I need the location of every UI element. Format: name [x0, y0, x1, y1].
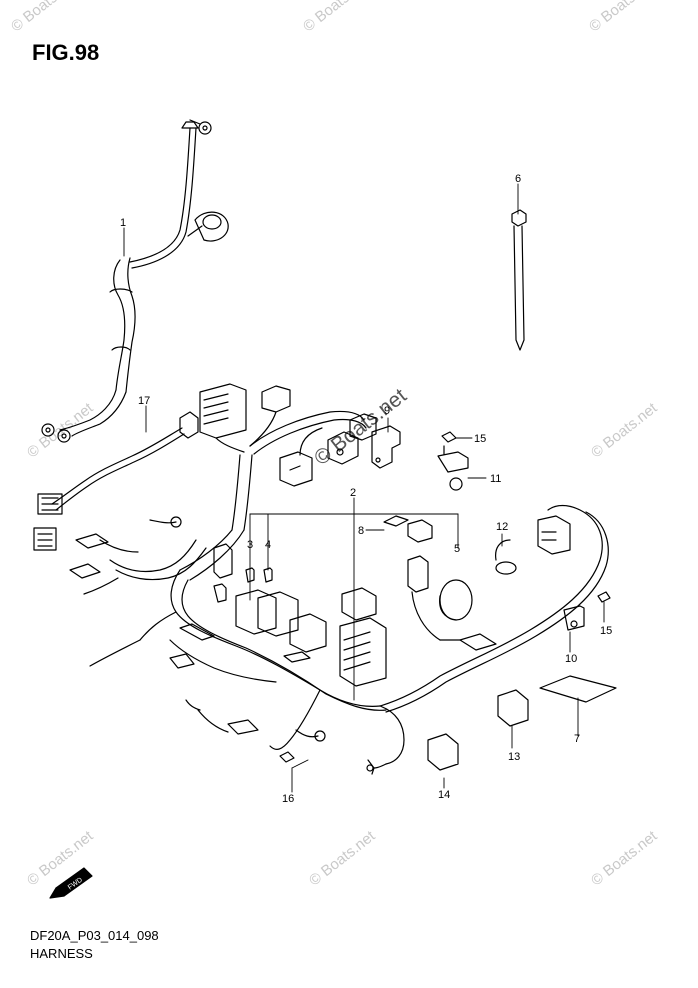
callout-15-top: 15	[474, 433, 486, 445]
leader-lines	[123, 183, 605, 793]
callout-8: 8	[358, 525, 364, 537]
callout-9: 9	[384, 405, 390, 417]
callout-13: 13	[508, 751, 520, 763]
plate-part-7	[539, 675, 617, 703]
figure-code: DF20A_P03_014_098	[30, 928, 159, 943]
callout-7: 7	[574, 733, 580, 745]
callout-11: 11	[490, 473, 501, 485]
callout-numbers: 1 2 3 4 5 6 7 8 9 10 11 12 13 14 15 15 1…	[120, 173, 612, 805]
callout-10: 10	[565, 653, 577, 665]
callout-14: 14	[438, 789, 450, 801]
sensor-part-5	[407, 555, 497, 651]
battery-cable-part-1	[41, 119, 229, 443]
main-harness-part-2	[69, 383, 609, 775]
figure-title: FIG.98	[32, 40, 100, 65]
clamp-parts	[279, 539, 529, 771]
callout-4: 4	[265, 539, 271, 551]
sub-harness-part-17	[33, 411, 199, 551]
cable-tie-part-6	[511, 209, 527, 351]
callout-5: 5	[454, 543, 460, 555]
callout-1: 1	[120, 217, 126, 229]
callout-3: 3	[247, 539, 253, 551]
figure-name: HARNESS	[30, 946, 93, 961]
part-8-and-9	[371, 425, 433, 543]
callout-2: 2	[350, 487, 356, 499]
callout-15-right: 15	[600, 625, 612, 637]
callout-6: 6	[515, 173, 521, 185]
callout-17: 17	[138, 395, 150, 407]
fwd-arrow: FWD	[49, 867, 93, 899]
callout-12: 12	[496, 521, 508, 533]
callout-16: 16	[282, 793, 294, 805]
relay-block	[213, 543, 387, 687]
